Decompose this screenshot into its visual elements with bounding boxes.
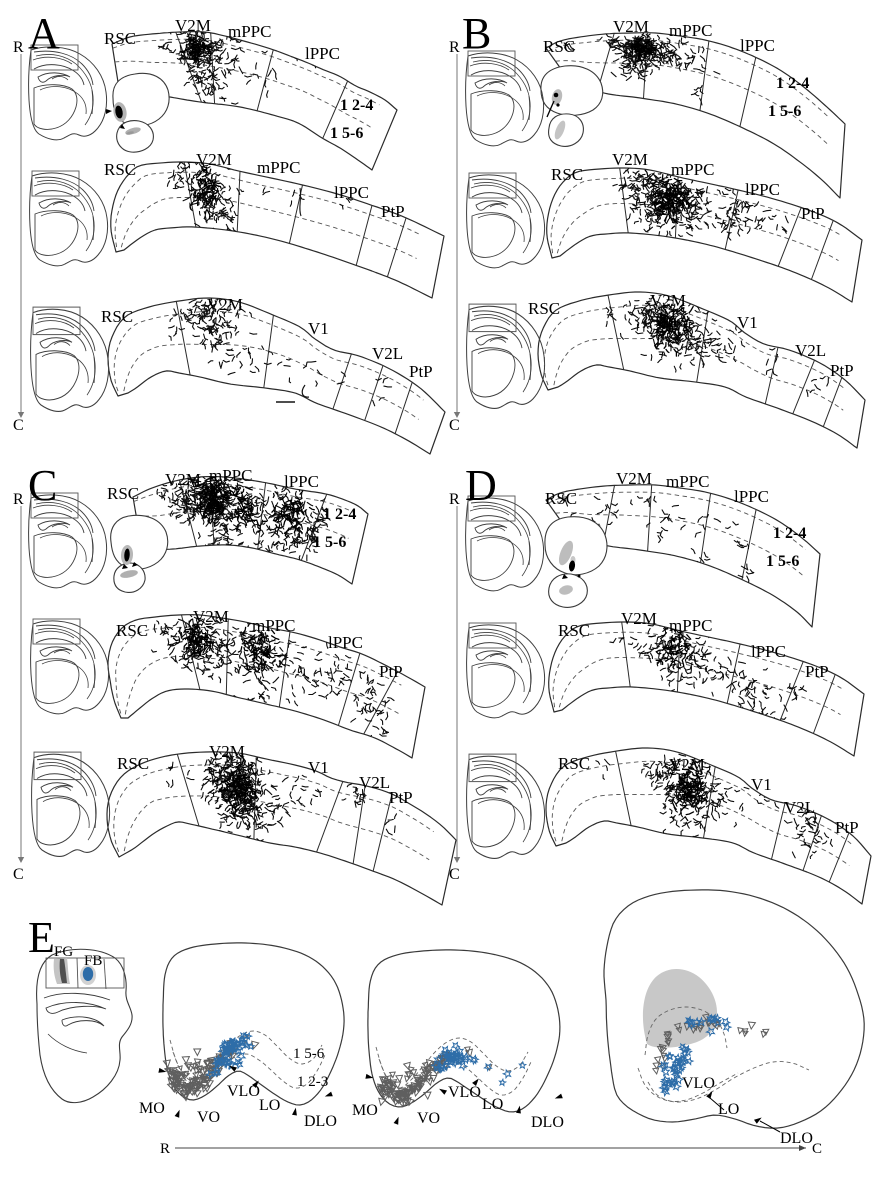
svg-text:DLO: DLO [531,1114,564,1131]
svg-text:PtP: PtP [830,361,854,380]
svg-text:PtP: PtP [381,202,405,221]
svg-text:C: C [13,866,24,883]
svg-text:PtP: PtP [409,362,433,381]
svg-text:PtP: PtP [805,662,829,681]
svg-text:V2M: V2M [193,607,229,626]
svg-text:V2M: V2M [207,295,243,314]
svg-text:lPPC: lPPC [284,472,319,491]
svg-text:1 5-6: 1 5-6 [330,125,363,142]
svg-text:V2M: V2M [175,16,211,35]
svg-text:LO: LO [718,1101,739,1118]
svg-text:V2L: V2L [795,341,826,360]
svg-text:V1: V1 [308,758,329,777]
svg-text:VLO: VLO [227,1083,260,1100]
svg-text:VLO: VLO [448,1084,481,1101]
svg-text:mPPC: mPPC [228,22,271,41]
svg-text:V2M: V2M [613,17,649,36]
svg-text:1 5-6: 1 5-6 [313,534,346,551]
svg-text:FB: FB [84,953,102,969]
svg-text:RSC: RSC [551,165,583,184]
svg-text:mPPC: mPPC [669,21,712,40]
svg-text:lPPC: lPPC [334,183,369,202]
svg-text:D: D [465,461,497,510]
svg-text:V2M: V2M [650,291,686,310]
svg-text:RSC: RSC [558,754,590,773]
svg-text:VLO: VLO [682,1075,715,1092]
svg-text:1 2-3: 1 2-3 [297,1074,328,1090]
svg-text:lPPC: lPPC [328,633,363,652]
svg-text:mPPC: mPPC [666,472,709,491]
svg-text:lPPC: lPPC [734,487,769,506]
svg-text:V1: V1 [751,775,772,794]
svg-text:RSC: RSC [104,160,136,179]
svg-text:1 5-6: 1 5-6 [766,553,799,570]
svg-text:V2M: V2M [209,742,245,761]
svg-text:RSC: RSC [543,37,575,56]
svg-text:C: C [13,417,24,434]
svg-text:RSC: RSC [558,621,590,640]
svg-text:R: R [13,491,24,508]
svg-text:VO: VO [197,1109,220,1126]
svg-text:LO: LO [259,1097,280,1114]
svg-text:lPPC: lPPC [305,44,340,63]
svg-text:RSC: RSC [117,754,149,773]
svg-text:C: C [28,461,57,510]
svg-text:V2M: V2M [612,150,648,169]
svg-text:PtP: PtP [389,788,413,807]
svg-text:RSC: RSC [116,621,148,640]
svg-text:V1: V1 [308,319,329,338]
svg-text:lPPC: lPPC [745,180,780,199]
svg-text:V2L: V2L [359,773,390,792]
svg-text:1 2-4: 1 2-4 [340,97,373,114]
svg-text:1 2-4: 1 2-4 [776,75,809,92]
svg-text:E: E [28,913,55,962]
svg-text:V2L: V2L [784,798,815,817]
svg-text:DLO: DLO [780,1130,813,1147]
svg-text:C: C [449,866,460,883]
svg-text:PtP: PtP [835,818,859,837]
svg-text:1 2-4: 1 2-4 [323,506,356,523]
svg-text:RSC: RSC [107,484,139,503]
svg-text:V2M: V2M [165,470,201,489]
svg-text:RSC: RSC [101,307,133,326]
svg-text:DLO: DLO [304,1113,337,1130]
svg-text:V2M: V2M [621,609,657,628]
svg-text:C: C [449,417,460,434]
svg-text:PtP: PtP [379,662,403,681]
svg-text:V2M: V2M [669,755,705,774]
svg-text:V2M: V2M [196,150,232,169]
svg-text:V1: V1 [737,313,758,332]
svg-text:V2L: V2L [372,344,403,363]
svg-text:mPPC: mPPC [209,466,252,485]
svg-text:RSC: RSC [545,489,577,508]
svg-text:VO: VO [417,1110,440,1127]
svg-text:R: R [13,39,24,56]
svg-text:A: A [28,9,60,58]
svg-text:1 5-6: 1 5-6 [768,103,801,120]
svg-text:C: C [812,1141,822,1157]
svg-text:R: R [449,491,460,508]
svg-text:RSC: RSC [528,299,560,318]
svg-text:lPPC: lPPC [740,36,775,55]
svg-text:1 5-6: 1 5-6 [293,1046,325,1062]
svg-text:mPPC: mPPC [671,160,714,179]
svg-text:lPPC: lPPC [751,642,786,661]
svg-text:mPPC: mPPC [252,616,295,635]
svg-text:B: B [462,9,491,58]
svg-text:LO: LO [482,1096,503,1113]
svg-text:PtP: PtP [801,204,825,223]
svg-text:MO: MO [139,1100,165,1117]
svg-text:R: R [160,1141,170,1157]
svg-text:mPPC: mPPC [257,158,300,177]
svg-text:V2M: V2M [616,469,652,488]
svg-text:RSC: RSC [104,29,136,48]
svg-text:MO: MO [352,1102,378,1119]
svg-text:1 2-4: 1 2-4 [773,525,806,542]
svg-text:mPPC: mPPC [669,616,712,635]
svg-text:R: R [449,39,460,56]
svg-text:FG: FG [54,944,73,960]
